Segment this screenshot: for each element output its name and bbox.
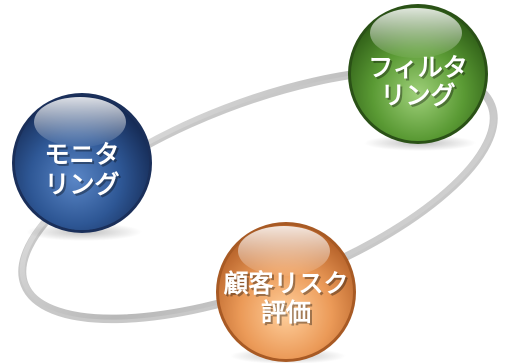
node-monitoring: モニタ モニタ リング リング [12, 93, 152, 241]
node-customer-risk: 顧客リスク 顧客リスク 評価 評価 [216, 222, 356, 363]
svg-text:フィルタ: フィルタ [370, 55, 470, 84]
filtering-label-line1: フィルタ [368, 53, 468, 82]
svg-text:顧客リスク: 顧客リスク [225, 271, 350, 300]
svg-text:リング: リング [46, 172, 121, 201]
monitoring-label-line2: リング [44, 170, 119, 199]
customer-risk-label-line1: 顧客リスク [223, 269, 348, 298]
node-filtering: フィルタ フィルタ リング リング [348, 4, 488, 151]
filtering-label-line2: リング [380, 81, 455, 110]
svg-text:評価: 評価 [263, 300, 313, 329]
svg-text:モニタ: モニタ [46, 142, 121, 171]
svg-text:リング: リング [382, 83, 457, 112]
customer-risk-label-line2: 評価 [261, 298, 311, 327]
monitoring-label-line1: モニタ [44, 140, 119, 169]
